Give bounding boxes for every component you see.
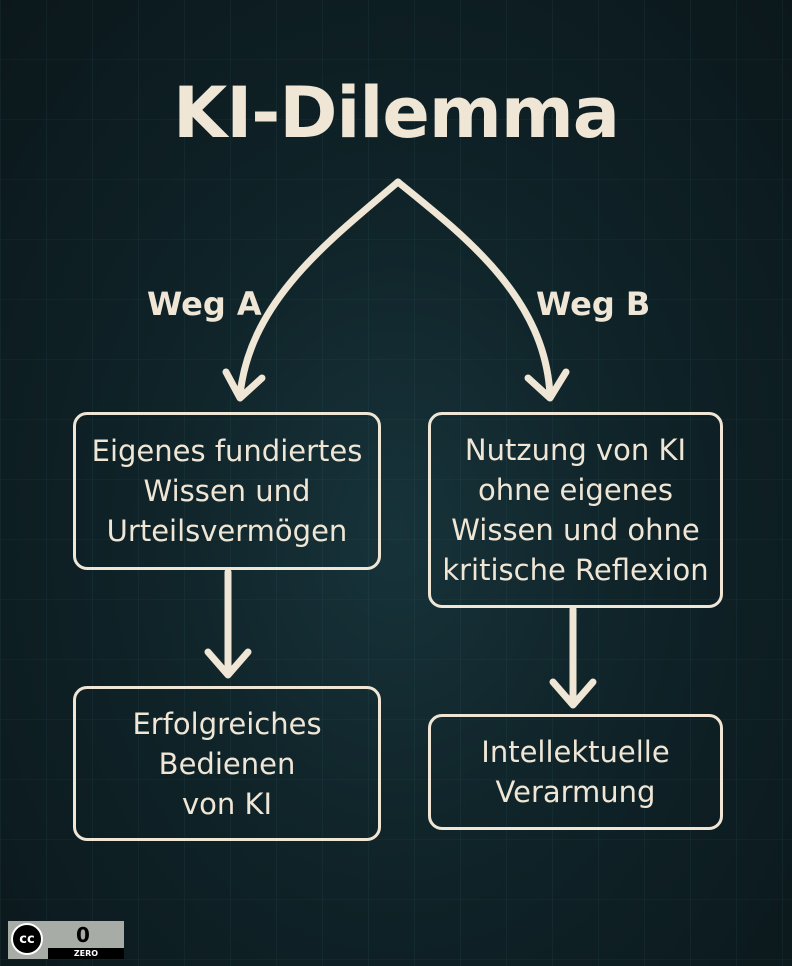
box-weg-b-result: Intellektuelle Verarmung — [428, 714, 723, 830]
box-text: Nutzung von KI ohne eigenes Wissen und o… — [442, 433, 709, 587]
page-title: KI-Dilemma — [172, 72, 620, 154]
arrow-weg-b — [394, 178, 554, 399]
box-text: Eigenes fundiertes Wissen und Urteilsver… — [91, 434, 363, 548]
arrow-weg-a — [236, 178, 402, 399]
box-weg-a-step: Eigenes fundiertes Wissen und Urteilsver… — [73, 412, 381, 570]
zero-icon: 0 — [76, 923, 90, 947]
box-weg-b-step: Nutzung von KI ohne eigenes Wissen und o… — [428, 412, 723, 608]
box-weg-a-result: Erfolgreiches Bedienen von KI — [73, 686, 381, 841]
license-label: ZERO — [48, 948, 124, 959]
box-text: Intellektuelle Verarmung — [481, 735, 670, 809]
box-text: Erfolgreiches Bedienen von KI — [132, 706, 322, 821]
arrowhead-b-down — [549, 678, 597, 709]
arrowhead-a-down — [204, 648, 252, 679]
cc-icon: cc — [11, 923, 43, 955]
arrowhead-weg-b — [524, 368, 570, 402]
label-weg-a: Weg A — [147, 285, 262, 323]
label-weg-b: Weg B — [536, 285, 651, 323]
cc0-license-badge: cc 0 ZERO — [8, 921, 124, 959]
arrowhead-weg-a — [222, 368, 266, 402]
